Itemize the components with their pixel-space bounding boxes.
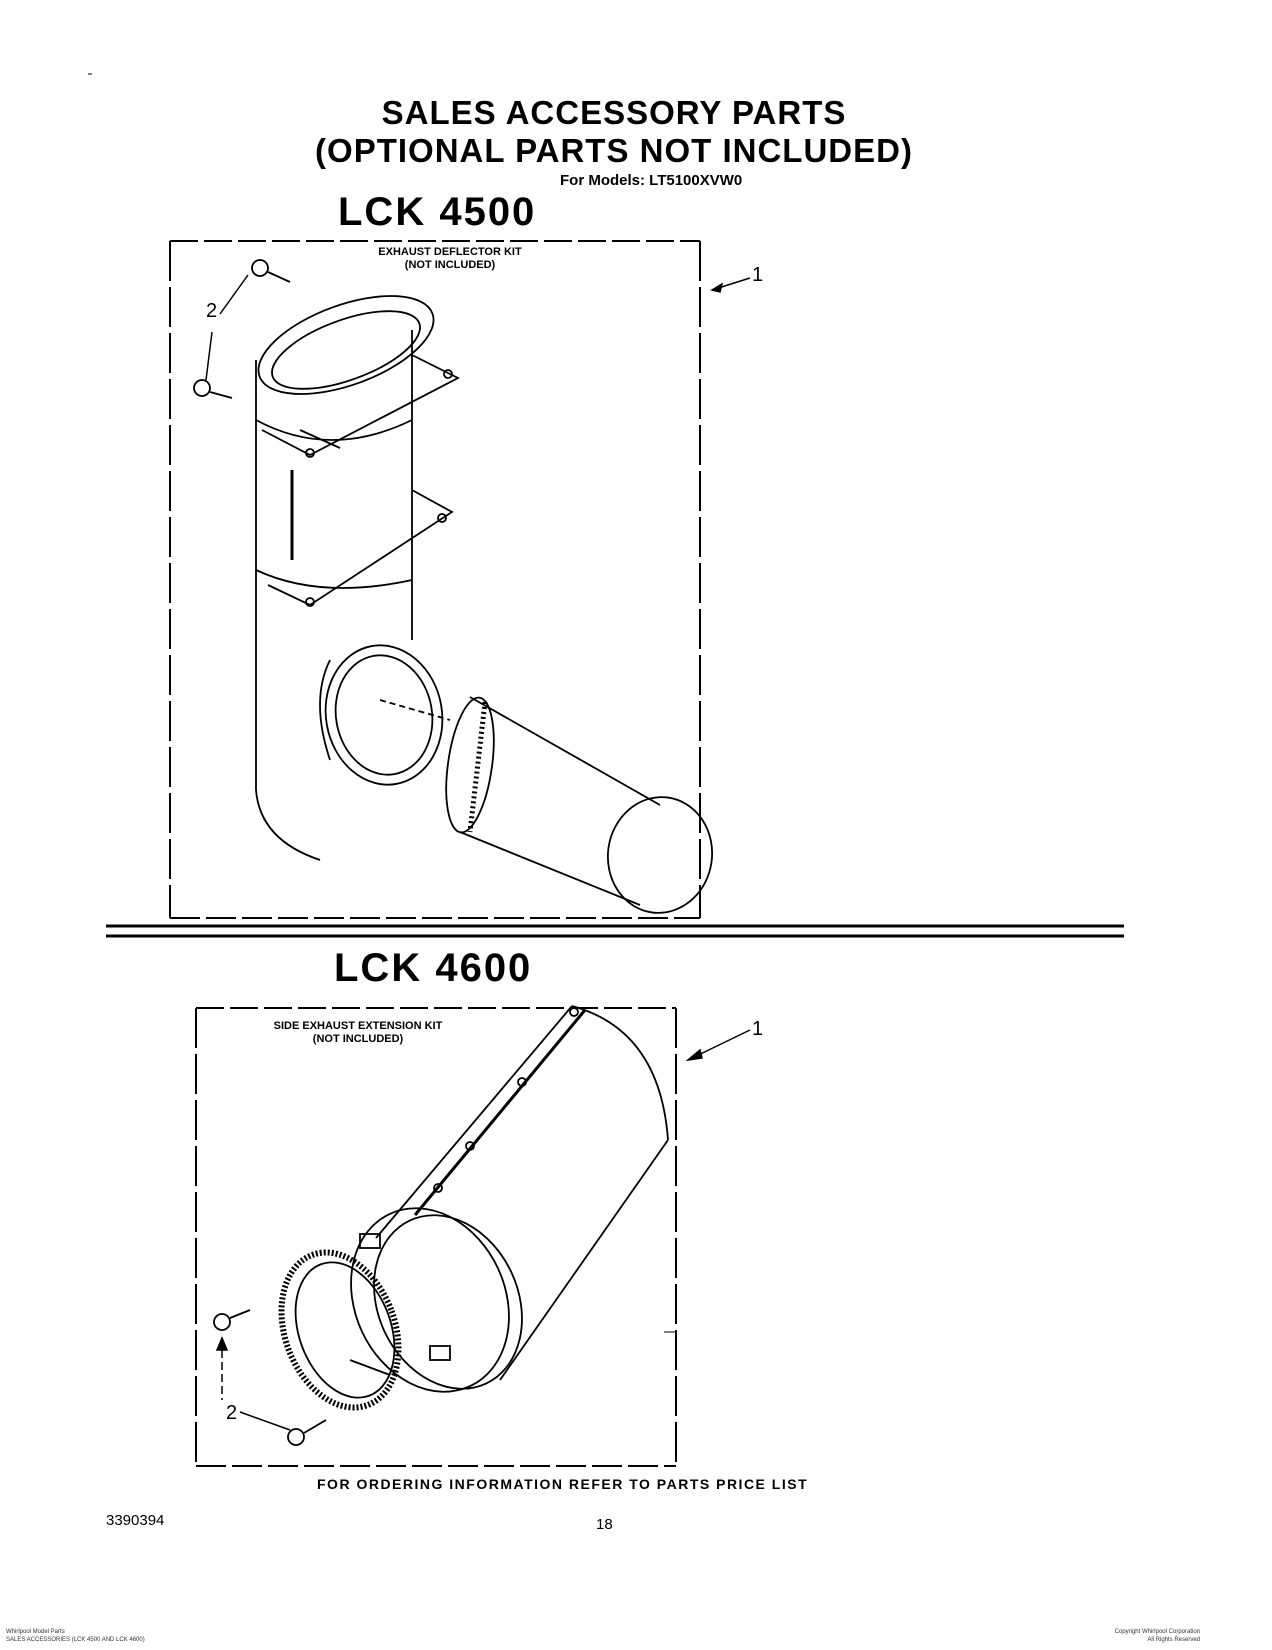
- frame-lck-4600: [195, 1007, 677, 1467]
- kit-label-exhaust-deflector: EXHAUST DEFLECTOR KIT (NOT INCLUDED): [330, 246, 570, 272]
- section-code-lck-4500: LCK 4500: [338, 190, 537, 234]
- callout-2-lck-4500: 2: [206, 300, 218, 322]
- fine-print-right-2: All Rights Reserved: [1147, 1637, 1200, 1643]
- kit-label-side-exhaust: SIDE EXHAUST EXTENSION KIT (NOT INCLUDED…: [238, 1020, 478, 1046]
- kit-note: (NOT INCLUDED): [404, 259, 496, 271]
- callout-1-lck-4600: 1: [752, 1018, 764, 1040]
- fine-print-left-2: SALES ACCESSORIES (LCK 4500 AND LCK 4600…: [6, 1637, 145, 1643]
- exhaust-deflector-illustration: [193, 259, 714, 914]
- fine-print-right-1: Copyright Whirlpool Corporation: [1114, 1629, 1200, 1635]
- kit-name: SIDE EXHAUST EXTENSION KIT: [273, 1020, 443, 1032]
- kit-note: (NOT INCLUDED): [312, 1033, 404, 1045]
- callout-2-lck-4600: 2: [226, 1402, 238, 1424]
- frame-lck-4500: [169, 240, 701, 919]
- callout-lines-lck-4500: [205, 274, 751, 381]
- page-number: 18: [596, 1516, 613, 1533]
- callout-lines-lck-4600: [215, 1029, 751, 1431]
- kit-name: EXHAUST DEFLECTOR KIT: [378, 246, 522, 258]
- fine-print-left-1: Whirlpool Model Parts: [6, 1629, 65, 1635]
- section-code-lck-4600: LCK 4600: [334, 946, 533, 990]
- ordering-note: FOR ORDERING INFORMATION REFER TO PARTS …: [317, 1476, 809, 1492]
- side-exhaust-illustration: [213, 1005, 669, 1446]
- model-number: For Models: LT5100XVW0: [560, 172, 743, 189]
- section-divider: [106, 924, 1124, 938]
- document-number: 3390394: [106, 1512, 165, 1529]
- callout-1-lck-4500: 1: [752, 264, 764, 286]
- page-title: SALES ACCESSORY PARTS: [381, 94, 847, 131]
- page-subtitle: (OPTIONAL PARTS NOT INCLUDED): [315, 132, 913, 169]
